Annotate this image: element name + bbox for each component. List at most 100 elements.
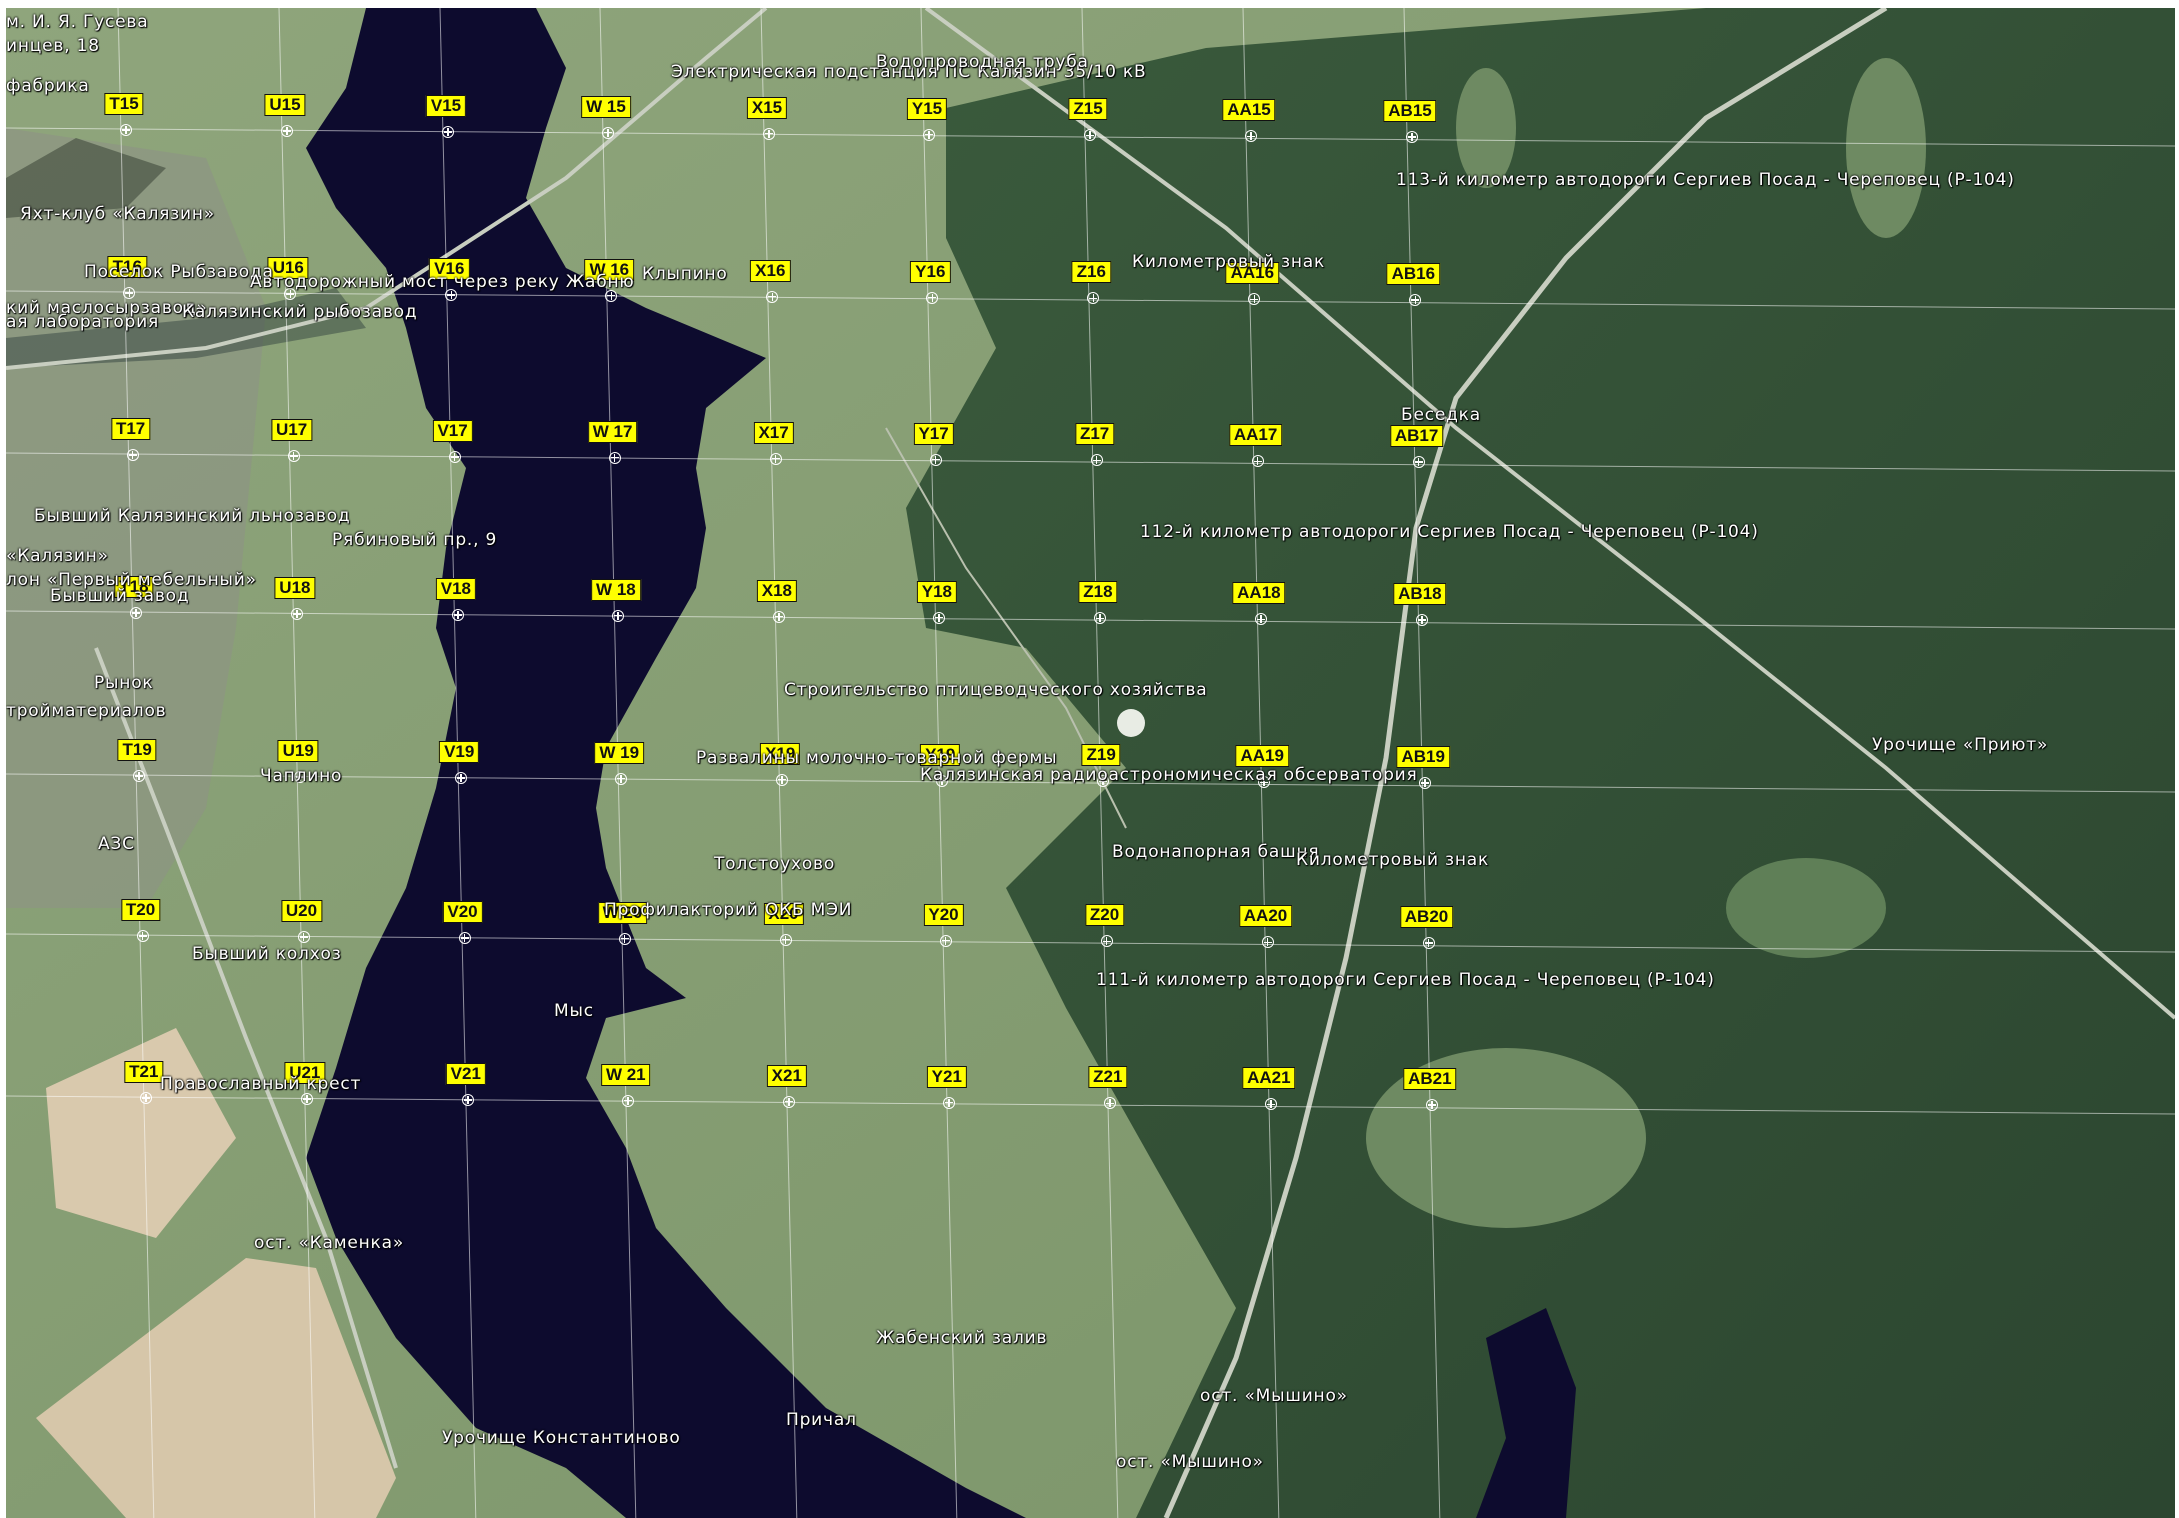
grid-point-marker-icon[interactable] <box>1264 1098 1277 1111</box>
grid-point-marker-icon[interactable] <box>294 770 307 783</box>
grid-point-marker-icon[interactable] <box>766 290 779 303</box>
grid-cell-label: Z16 <box>1071 261 1111 284</box>
grid-point-marker-icon[interactable] <box>139 1092 152 1104</box>
grid-cell-label: W 20 <box>597 901 648 924</box>
grid-point-marker-icon[interactable] <box>1254 613 1267 626</box>
grid-point-marker-icon[interactable] <box>297 930 310 943</box>
grid-row-line <box>6 610 2175 630</box>
grid-point-marker-icon[interactable] <box>615 772 628 785</box>
grid-cell-label: X15 <box>746 96 788 119</box>
grid-point-marker-icon[interactable] <box>281 124 293 137</box>
grid-point-marker-icon[interactable] <box>942 1096 955 1109</box>
grid-point-marker-icon[interactable] <box>1261 936 1274 949</box>
grid-point-marker-icon[interactable] <box>136 930 149 942</box>
grid-point-marker-icon[interactable] <box>1245 130 1257 143</box>
grid-point-marker-icon[interactable] <box>1100 935 1113 948</box>
grid-point-marker-icon[interactable] <box>1103 1097 1116 1110</box>
grid-cell-label: Y18 <box>916 580 958 603</box>
place-label: Строительство птицеводческого хозяйства <box>784 680 1208 700</box>
grid-point-marker-icon[interactable] <box>284 287 297 300</box>
place-label: Православный крест <box>160 1074 362 1094</box>
field-area <box>36 1258 396 1518</box>
grid-point-marker-icon[interactable] <box>1412 456 1425 469</box>
grid-point-marker-icon[interactable] <box>605 289 618 302</box>
place-label: Причал <box>786 1410 857 1430</box>
place-label: ост. «Каменка» <box>254 1233 405 1253</box>
grid-point-marker-icon[interactable] <box>611 609 624 622</box>
grid-point-marker-icon[interactable] <box>126 449 139 461</box>
track <box>885 427 1127 829</box>
grid-point-marker-icon[interactable] <box>1422 937 1435 950</box>
road-r104 <box>924 8 2175 1020</box>
grid-point-marker-icon[interactable] <box>1425 1099 1438 1112</box>
grid-point-marker-icon[interactable] <box>779 933 792 946</box>
grid-point-marker-icon[interactable] <box>776 773 789 786</box>
grid-point-marker-icon[interactable] <box>763 127 775 140</box>
grid-point-marker-icon[interactable] <box>926 291 939 304</box>
grid-point-marker-icon[interactable] <box>1097 775 1110 788</box>
grid-point-marker-icon[interactable] <box>123 287 136 299</box>
harbor <box>6 138 166 218</box>
place-label: Клыпино <box>642 264 728 284</box>
grid-point-marker-icon[interactable] <box>1090 454 1103 467</box>
field-area <box>46 1028 236 1238</box>
grid-point-marker-icon[interactable] <box>1084 129 1096 142</box>
grid-cell-label: Z19 <box>1081 744 1121 767</box>
place-label: Беседка <box>1401 405 1481 425</box>
grid-point-marker-icon[interactable] <box>451 608 464 621</box>
grid-cell-label: W 19 <box>594 741 645 764</box>
grid-column-line <box>278 8 316 1518</box>
grid-point-marker-icon[interactable] <box>1251 455 1264 468</box>
grid-point-marker-icon[interactable] <box>1087 292 1100 305</box>
grid-point-marker-icon[interactable] <box>133 770 146 782</box>
grid-point-marker-icon[interactable] <box>1409 294 1422 307</box>
grid-point-marker-icon[interactable] <box>1248 293 1261 306</box>
grid-point-marker-icon[interactable] <box>448 450 461 463</box>
place-label: «Калязин» <box>6 546 109 566</box>
place-label: Бывший Калязинский льнозавод <box>34 506 351 526</box>
grid-point-marker-icon[interactable] <box>1406 131 1418 144</box>
grid-point-marker-icon[interactable] <box>458 931 471 944</box>
grid-cell-label: V16 <box>429 257 470 280</box>
grid-point-marker-icon[interactable] <box>1258 776 1271 789</box>
grid-point-marker-icon[interactable] <box>923 128 935 141</box>
grid-point-marker-icon[interactable] <box>442 125 454 138</box>
grid-point-marker-icon[interactable] <box>929 453 942 466</box>
place-label: Поселок Рыбзавода <box>84 262 274 282</box>
observatory-dish <box>1117 709 1145 737</box>
grid-point-marker-icon[interactable] <box>1093 612 1106 625</box>
grid-point-marker-icon[interactable] <box>461 1093 474 1106</box>
grid-cell-label: AB18 <box>1393 583 1447 606</box>
grid-point-marker-icon[interactable] <box>621 1094 634 1107</box>
grid-cell-label: X18 <box>756 579 798 602</box>
grid-point-marker-icon[interactable] <box>300 1092 313 1105</box>
grid-cell-label: W 21 <box>600 1063 651 1086</box>
grid-point-marker-icon[interactable] <box>782 1095 795 1108</box>
grid-point-marker-icon[interactable] <box>939 934 952 947</box>
grid-point-marker-icon[interactable] <box>290 607 303 620</box>
grid-point-marker-icon[interactable] <box>608 451 621 464</box>
grid-point-marker-icon[interactable] <box>1415 614 1428 627</box>
grid-point-marker-icon[interactable] <box>618 932 631 945</box>
place-label: ост. «Мышино» <box>1116 1452 1264 1472</box>
grid-cell-label: W 16 <box>584 258 635 281</box>
place-label: Автодорожный мост через реку Жабню <box>250 272 635 292</box>
grid-point-marker-icon[interactable] <box>932 611 945 624</box>
grid-column-line <box>117 8 155 1518</box>
grid-point-marker-icon[interactable] <box>936 774 949 787</box>
grid-point-marker-icon[interactable] <box>772 610 785 623</box>
place-label: АЗС <box>98 834 135 854</box>
grid-point-marker-icon[interactable] <box>129 607 142 619</box>
grid-point-marker-icon[interactable] <box>455 771 468 784</box>
grid-cell-label: AB20 <box>1399 906 1454 929</box>
grid-point-marker-icon[interactable] <box>445 288 458 301</box>
place-label: инцев, 18 <box>6 36 100 56</box>
grid-point-marker-icon[interactable] <box>769 452 782 465</box>
terrain-layer <box>6 8 2175 1518</box>
grid-point-marker-icon[interactable] <box>287 449 300 462</box>
grid-point-marker-icon[interactable] <box>602 126 614 139</box>
grid-point-marker-icon[interactable] <box>120 124 132 136</box>
grid-point-marker-icon[interactable] <box>1419 777 1432 790</box>
town-area <box>6 128 266 908</box>
